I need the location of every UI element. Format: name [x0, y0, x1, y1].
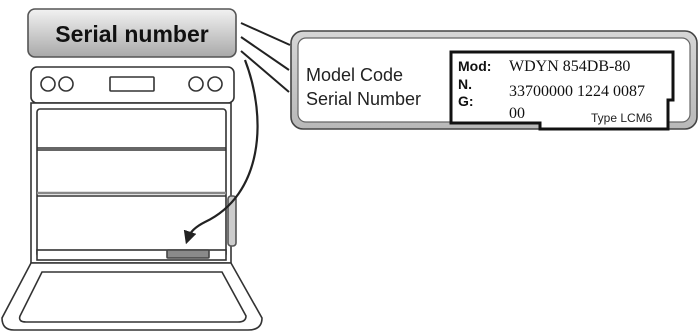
leader-lines [240, 22, 291, 93]
serial-number-banner: Serial number [27, 8, 237, 58]
n-key: N. [458, 76, 472, 92]
type-label: Type LCM6 [591, 111, 653, 125]
mod-value: WDYN 854DB-80 [509, 58, 630, 75]
serial-number-label: Serial Number [306, 89, 421, 109]
model-code-label: Model Code [306, 65, 403, 85]
dishwasher-icon [1, 66, 263, 331]
serial-plate-marker [166, 249, 210, 259]
g-value: 00 [509, 105, 525, 122]
rating-plate-outline [449, 50, 675, 131]
g-key: G: [458, 93, 474, 109]
label-card: Model Code Serial Number Mod: WDYN 854DB… [290, 30, 698, 131]
banner-label: Serial number [55, 21, 208, 47]
n-value: 33700000 1224 0087 [509, 83, 645, 100]
curved-arrow-icon [183, 59, 259, 245]
mod-key: Mod: [458, 58, 491, 74]
